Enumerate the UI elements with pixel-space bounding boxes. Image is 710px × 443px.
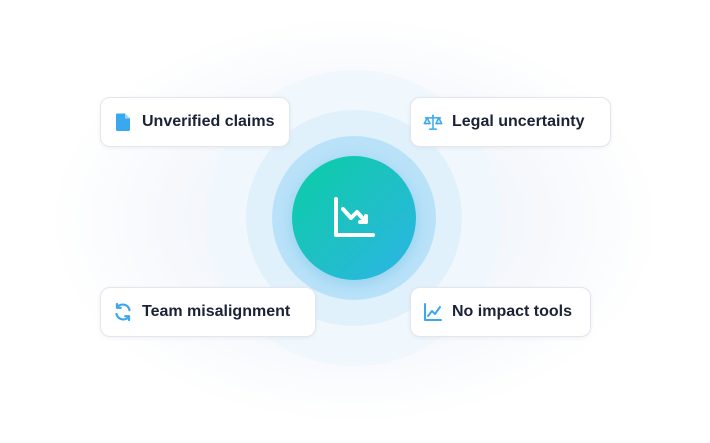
line-chart-icon [423, 302, 443, 322]
central-hub [292, 156, 416, 280]
card-unverified-claims: Unverified claims [100, 97, 290, 147]
chart-trending-down-icon [334, 197, 375, 237]
card-label: Team misalignment [142, 303, 291, 320]
card-label: Legal uncertainty [452, 113, 585, 130]
document-icon [113, 112, 133, 132]
refresh-icon [113, 302, 133, 322]
card-team-misalignment: Team misalignment [100, 287, 316, 337]
card-label: No impact tools [452, 303, 573, 320]
scales-icon [423, 112, 443, 132]
card-no-impact-tools: No impact tools [410, 287, 591, 337]
card-legal-uncertainty: Legal uncertainty [410, 97, 611, 147]
card-label: Unverified claims [142, 113, 275, 130]
